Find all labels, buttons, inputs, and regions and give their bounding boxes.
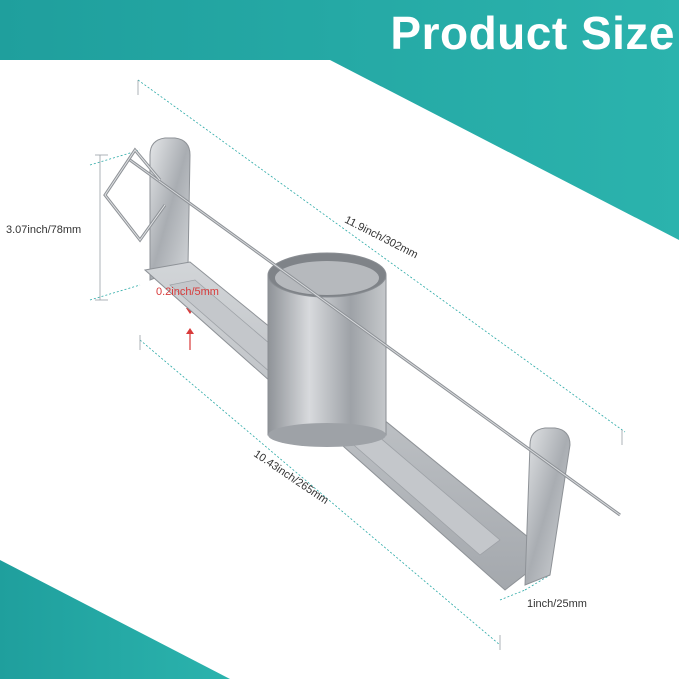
- width-label: 1inch/25mm: [527, 598, 587, 610]
- height-label: 3.07inch/78mm: [6, 224, 82, 236]
- tape-dispenser-icon: [103, 137, 621, 591]
- footer-band: [0, 560, 230, 679]
- header-band: [0, 0, 679, 240]
- dimension-lines: [95, 80, 623, 650]
- page-title: Product Size: [390, 7, 675, 59]
- thickness-label: 0.2inch/5mm: [156, 286, 219, 298]
- guide-lines: [89, 79, 626, 646]
